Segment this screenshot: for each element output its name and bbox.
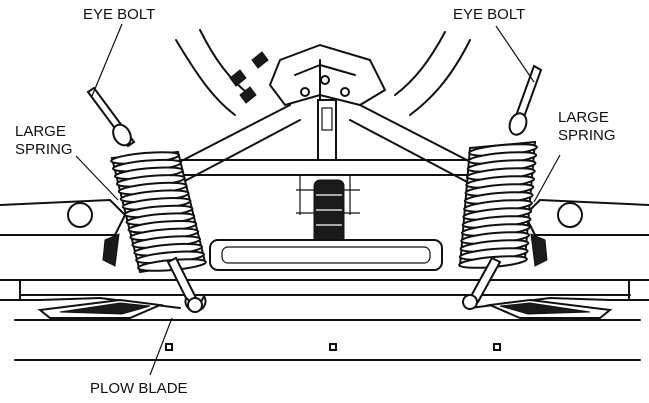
right-spring-assembly <box>458 64 543 310</box>
large-spring-right-line2: SPRING <box>558 127 616 144</box>
left-large-spring <box>110 150 207 274</box>
large-spring-left-label: LARGE SPRING <box>15 123 73 159</box>
leader-lines <box>75 23 561 376</box>
large-spring-right-label: LARGE SPRING <box>558 109 616 145</box>
plow-blade <box>0 233 649 361</box>
a-frame-structure <box>0 29 649 236</box>
eye-bolt-left-label: EYE BOLT <box>83 6 156 23</box>
eye-bolt-right-label: EYE BOLT <box>453 6 526 23</box>
large-spring-left-line1: LARGE <box>15 123 66 140</box>
large-spring-right-line1: LARGE <box>558 109 609 126</box>
right-large-spring <box>458 140 538 269</box>
plow-blade-label: PLOW BLADE <box>90 380 188 397</box>
left-spring-assembly <box>86 86 207 313</box>
large-spring-left-line2: SPRING <box>15 141 73 158</box>
